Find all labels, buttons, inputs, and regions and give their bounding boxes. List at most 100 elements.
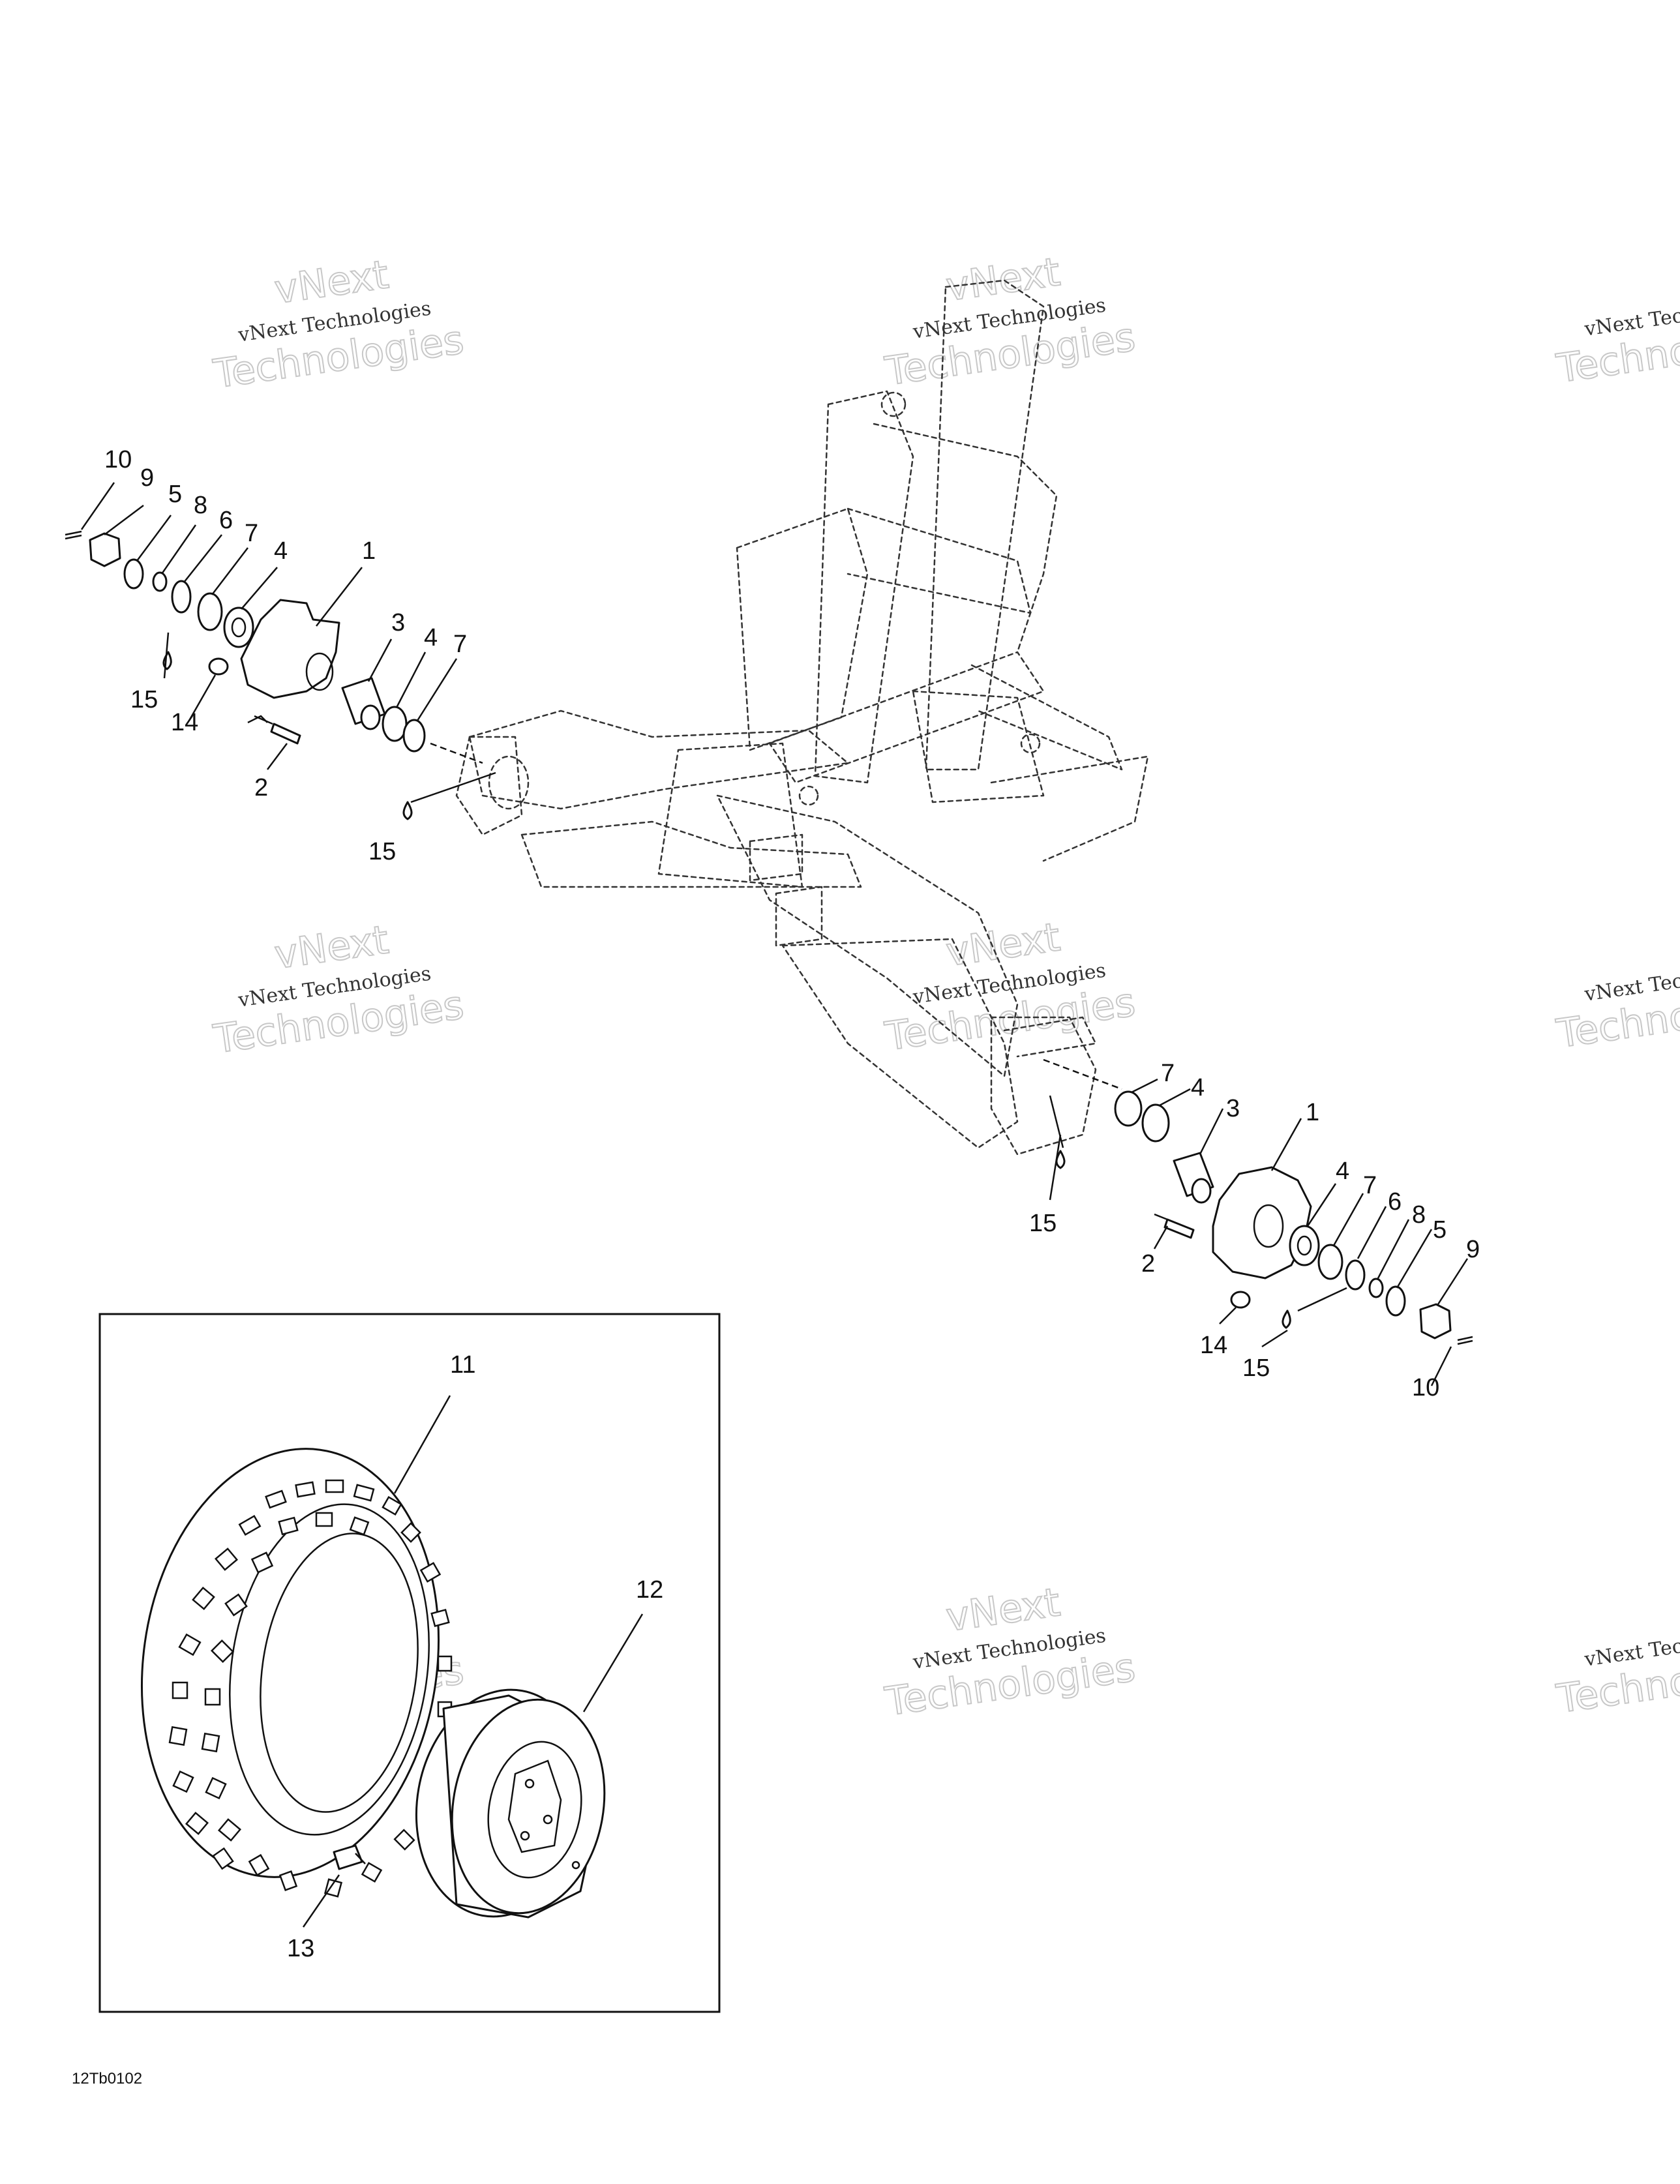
frame-shock-upper — [775, 886, 823, 947]
callout-number: 11 — [450, 1351, 475, 1379]
callout-number: 15 — [368, 838, 396, 865]
frame-front-upright — [814, 390, 914, 784]
leader-line — [1131, 1078, 1158, 1094]
spindle-axis — [1043, 1058, 1122, 1090]
bearing-bore — [1297, 1235, 1312, 1256]
frame-center-box — [912, 690, 1045, 803]
watermark-mid-right: Technologies vNext Technologies — [1553, 956, 1680, 1058]
chassis-frame — [455, 279, 1149, 1156]
rim-bolt-hole — [520, 1831, 530, 1841]
seal-ring — [171, 580, 192, 614]
leader-line — [160, 524, 197, 575]
castle-nut — [1419, 1303, 1452, 1339]
frame-steering-tube — [925, 279, 1045, 771]
bearing — [1141, 1103, 1170, 1143]
callout-number: 4 — [274, 537, 288, 565]
leader-line — [1437, 1258, 1469, 1305]
watermark-top-center: Technologies vNext vNext Technologies — [882, 248, 1139, 395]
wheel-nut-body — [333, 1844, 363, 1870]
stud-thread — [1154, 1213, 1168, 1221]
leader-line — [241, 567, 278, 610]
rim-mount-plate — [507, 1759, 562, 1853]
spacer-end — [360, 704, 381, 730]
bearing — [223, 606, 254, 648]
spindle-axis — [430, 742, 483, 764]
callout-number: 4 — [1191, 1074, 1205, 1101]
frame-right-ball-joint — [1003, 1016, 1097, 1058]
diagram-reference-code: 12Tb0102 — [72, 2070, 142, 2087]
lug-nut — [208, 657, 229, 676]
callout-number: 12 — [636, 1576, 663, 1604]
frame-right-lower-arm — [781, 938, 1019, 1149]
leader-line — [1049, 1095, 1064, 1148]
spacer-washer — [1368, 1278, 1384, 1298]
leader-line — [1297, 1287, 1347, 1312]
leader-line — [1153, 1225, 1169, 1249]
tire-tread — [168, 1479, 453, 1898]
lug-nut — [1230, 1291, 1251, 1309]
wheel-stud — [270, 723, 301, 745]
inset-border — [98, 1313, 721, 2013]
seal — [1114, 1090, 1143, 1127]
callout-number: 3 — [1226, 1095, 1240, 1122]
leader-line — [395, 651, 427, 708]
callout-number: 5 — [1433, 1216, 1447, 1244]
leader-line — [316, 567, 363, 627]
leader-line — [163, 632, 170, 679]
frame-left-shock-mount — [657, 742, 803, 888]
callout-number: 7 — [1363, 1172, 1377, 1199]
frame-left-rail — [736, 507, 869, 751]
leader-line — [1430, 1346, 1452, 1386]
leader-line — [1332, 1193, 1364, 1246]
frame-right-rear — [990, 755, 1149, 862]
hub-bore — [1253, 1204, 1284, 1248]
leader-line — [183, 534, 222, 583]
leader-line — [136, 515, 172, 561]
leader-line — [410, 771, 496, 803]
frame-mount-hole — [1020, 733, 1041, 754]
leader-line — [1199, 1108, 1224, 1155]
callout-number: 6 — [219, 507, 233, 534]
watermark-low-right: Technologies vNext Technologies — [1553, 1621, 1680, 1723]
leader-line — [302, 1874, 340, 1928]
frame-left-lower-arm — [520, 820, 862, 888]
leader-line — [211, 547, 248, 595]
callout-number: 15 — [130, 686, 158, 713]
wheel-inset: 11 12 13 — [98, 1313, 721, 2013]
frame-mount-hole — [880, 391, 907, 417]
frame-mount-hole — [798, 785, 819, 806]
frame-crossmember-top — [847, 507, 1032, 614]
callout-number: 3 — [391, 609, 405, 636]
callout-number: 2 — [254, 774, 268, 801]
tire-sidewall — [229, 1503, 430, 1836]
callout-number: 9 — [1466, 1236, 1480, 1263]
left-hub-assembly — [65, 530, 483, 820]
leader-line — [188, 674, 217, 721]
leader-line — [1306, 1183, 1337, 1227]
bearing — [1289, 1225, 1320, 1266]
callout-number: 7 — [1161, 1060, 1175, 1087]
watermark-text-big: vNext — [943, 914, 1062, 976]
grease-drop-icon — [1282, 1309, 1291, 1329]
callout-number: 6 — [1388, 1188, 1402, 1216]
wheel-stud — [1163, 1218, 1195, 1239]
seal — [402, 719, 426, 753]
seal-ring — [1345, 1259, 1366, 1291]
watermark-top-right: Technologies vNext Technologies — [1553, 291, 1680, 393]
callout-number: 9 — [140, 464, 154, 492]
grease-drop-icon — [402, 801, 413, 820]
wheel-nut-flange — [355, 1853, 366, 1864]
watermark-text-big: vNext — [943, 1579, 1062, 1641]
spacer-washer — [152, 571, 168, 592]
leader-line — [80, 482, 115, 530]
spacer-end — [1191, 1178, 1212, 1204]
cotter-pin — [65, 530, 82, 540]
frame-upper-bracket — [873, 423, 1058, 653]
leader-line — [1219, 1307, 1237, 1324]
leader-line — [267, 743, 288, 770]
callout-number: 1 — [1306, 1099, 1319, 1126]
frame-diagonal-brace — [768, 651, 1045, 784]
callout-number: 15 — [1242, 1354, 1270, 1382]
frame-left-a-arm — [468, 710, 849, 810]
watermark-mid-left: Technologies vNext vNext Technologies — [210, 916, 467, 1063]
